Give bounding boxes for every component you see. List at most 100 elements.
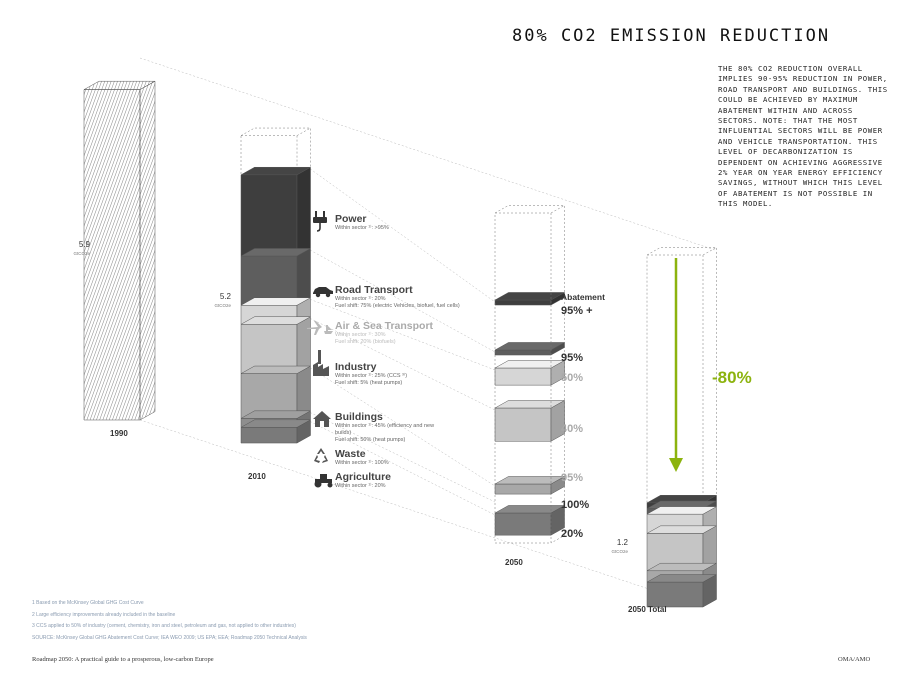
sector-name: Road Transport xyxy=(335,284,413,296)
guide-sector-3 xyxy=(309,318,496,411)
abatement-header: Abatement xyxy=(561,292,605,302)
bar-2050-slice-0-top xyxy=(494,292,566,301)
plane-ship-icon xyxy=(306,320,334,341)
sector-name: Waste xyxy=(335,448,366,460)
reduction-label: -80% xyxy=(712,368,752,387)
page-title: 80% CO2 EMISSION REDUCTION xyxy=(512,26,831,46)
total-2050-value: 1.2 xyxy=(616,538,628,547)
bar-2010-ghost-edge xyxy=(296,127,311,136)
bar-2010-segment-0-side xyxy=(296,166,311,257)
guide-sector-1 xyxy=(309,249,496,353)
bar-2010-segment-4-side xyxy=(296,365,311,419)
bar-1990-block-front xyxy=(83,89,141,421)
bar-2050-slice-3 xyxy=(494,400,566,442)
sector-waste: Waste Within sector ¹⁾: 100% xyxy=(335,448,495,467)
sector-fuel-shift: Fuel shift: 20% (biofuels) xyxy=(335,339,396,345)
guide-top xyxy=(139,57,716,251)
guide-sector-4 xyxy=(309,367,496,487)
bar-2010-segment-0-top xyxy=(240,166,312,176)
total-2050: 1.2 GtCO2e xyxy=(600,538,628,556)
footnote-source: SOURCE: McKinsey Global GHG Abatement Co… xyxy=(32,634,307,641)
sector-within: Within sector ¹⁾: 100% xyxy=(335,460,389,466)
bar-1990-block-side xyxy=(139,80,156,421)
guide-sector-2 xyxy=(309,299,496,371)
bar-label-2050: 2050 xyxy=(505,558,523,567)
sector-name: Buildings xyxy=(335,411,383,423)
bar-1990-block xyxy=(83,80,156,421)
sector-buildings: Buildings Within sector ¹⁾: 45% (efficie… xyxy=(335,411,495,444)
footnote-2: 2 Large efficiency improvements already … xyxy=(32,611,176,618)
bar-total-segment-2-top xyxy=(646,506,718,515)
arrow-head xyxy=(669,458,683,472)
bar-1990-block-top xyxy=(83,80,156,90)
sector-agriculture: Agriculture Within sector ¹⁾: 20% xyxy=(335,471,495,490)
bar-2050-total xyxy=(646,247,718,608)
bar-2010-segment-6 xyxy=(240,419,312,444)
bar-2010-segment-0 xyxy=(240,166,312,257)
total-1990-value: 5.9 xyxy=(78,240,90,249)
sector-within: Within sector ¹⁾: 30% xyxy=(335,332,386,338)
recycle-icon xyxy=(312,447,330,470)
bar-total-segment-5-front xyxy=(646,581,704,608)
perspective-guides xyxy=(139,57,716,608)
sector-within: Within sector ¹⁾: >95% xyxy=(335,225,389,231)
total-2010-value: 5.2 xyxy=(219,292,231,301)
bar-2050-slice-3-front xyxy=(494,407,552,442)
bar-2010-segment-5-top xyxy=(240,410,312,419)
bar-2050-slice-3-top xyxy=(494,400,566,409)
bar-2010-segment-3-top xyxy=(240,316,312,325)
footnote-3: 3 CCS applied to 50% of industry (cement… xyxy=(32,623,296,629)
bar-2010-ghost-front xyxy=(240,135,298,176)
sector-within: Within sector ¹⁾: 45% (efficiency and ne… xyxy=(335,423,435,436)
sector-within: Within sector ¹⁾: 20% xyxy=(335,296,386,302)
sector-fuel-shift: Fuel shift: 5% (heat pumps) xyxy=(335,380,403,386)
total-1990-unit: GtCO2e xyxy=(73,251,90,256)
bar-2010-segment-0-front xyxy=(240,174,298,257)
bar-total-segment-4-top xyxy=(646,562,718,572)
abatement-industry: 40% xyxy=(561,423,584,435)
bar-2050-slice-4-top xyxy=(494,476,566,485)
bar-label-2050-total: 2050 Total xyxy=(628,605,667,614)
bar-2010-segment-4 xyxy=(240,365,312,419)
abatement-air-sea-transport: 50% xyxy=(561,372,584,384)
bar-1990 xyxy=(83,80,156,421)
sector-road-transport: Road Transport Within sector ¹⁾: 20% Fue… xyxy=(335,284,495,310)
bar-2010-segment-1-side xyxy=(296,248,311,306)
sector-within: Within sector ¹⁾: 25% (CCS ³⁾) xyxy=(335,373,408,379)
total-2050-unit: GtCO2e xyxy=(611,549,628,554)
total-1990: 5.9 GtCO2e xyxy=(62,240,90,258)
bar-2050-slice-2-top xyxy=(494,360,566,369)
bar-label-2010: 2010 xyxy=(248,472,266,481)
sector-name: Air & Sea Transport xyxy=(335,320,434,332)
total-2010-unit: GtCO2e xyxy=(214,303,231,308)
guide-sector-0 xyxy=(309,168,496,303)
footer-publication: Roadmap 2050: A practical guide to a pro… xyxy=(32,656,214,663)
bar-label-1990: 1990 xyxy=(110,429,128,438)
footer-author: OMA/AMO xyxy=(838,656,871,663)
bar-2050-slice-6 xyxy=(494,505,566,536)
factory-icon xyxy=(312,350,330,381)
sector-air-sea-transport: Air & Sea Transport Within sector ¹⁾: 30… xyxy=(335,320,495,346)
abatement-road-transport: 95% xyxy=(561,352,584,364)
abatement-waste: 100% xyxy=(561,499,590,511)
bar-total-segment-3-top xyxy=(646,525,718,534)
bar-2050-slice-4 xyxy=(494,476,566,495)
explanatory-note: The 80% CO2 reduction overall implies 90… xyxy=(718,64,888,209)
bar-total-ghost-front xyxy=(646,254,704,504)
sector-name: Industry xyxy=(335,361,377,373)
abatement-agriculture: 20% xyxy=(561,528,584,540)
sector-within: Within sector ¹⁾: 20% xyxy=(335,483,386,489)
guide-bottom xyxy=(139,419,704,608)
bar-2050-slice-4-front xyxy=(494,483,552,495)
bar-2010-ghost xyxy=(240,127,311,176)
bar-2050-slice-6-top xyxy=(494,505,566,514)
bar-2010-segment-1-top xyxy=(240,248,312,257)
bar-2050-slice-1-front xyxy=(494,349,552,356)
sector-fuel-shift: Fuel shift: 75% (electric Vehicles, biof… xyxy=(335,303,460,309)
sector-industry: Industry Within sector ¹⁾: 25% (CCS ³⁾) … xyxy=(335,361,495,387)
bar-2050-slice-1 xyxy=(494,342,566,356)
house-icon xyxy=(312,410,332,433)
bar-2010-segment-3 xyxy=(240,316,312,375)
guide-sector-6 xyxy=(309,421,496,516)
bar-2010-segment-6-top xyxy=(240,419,312,428)
